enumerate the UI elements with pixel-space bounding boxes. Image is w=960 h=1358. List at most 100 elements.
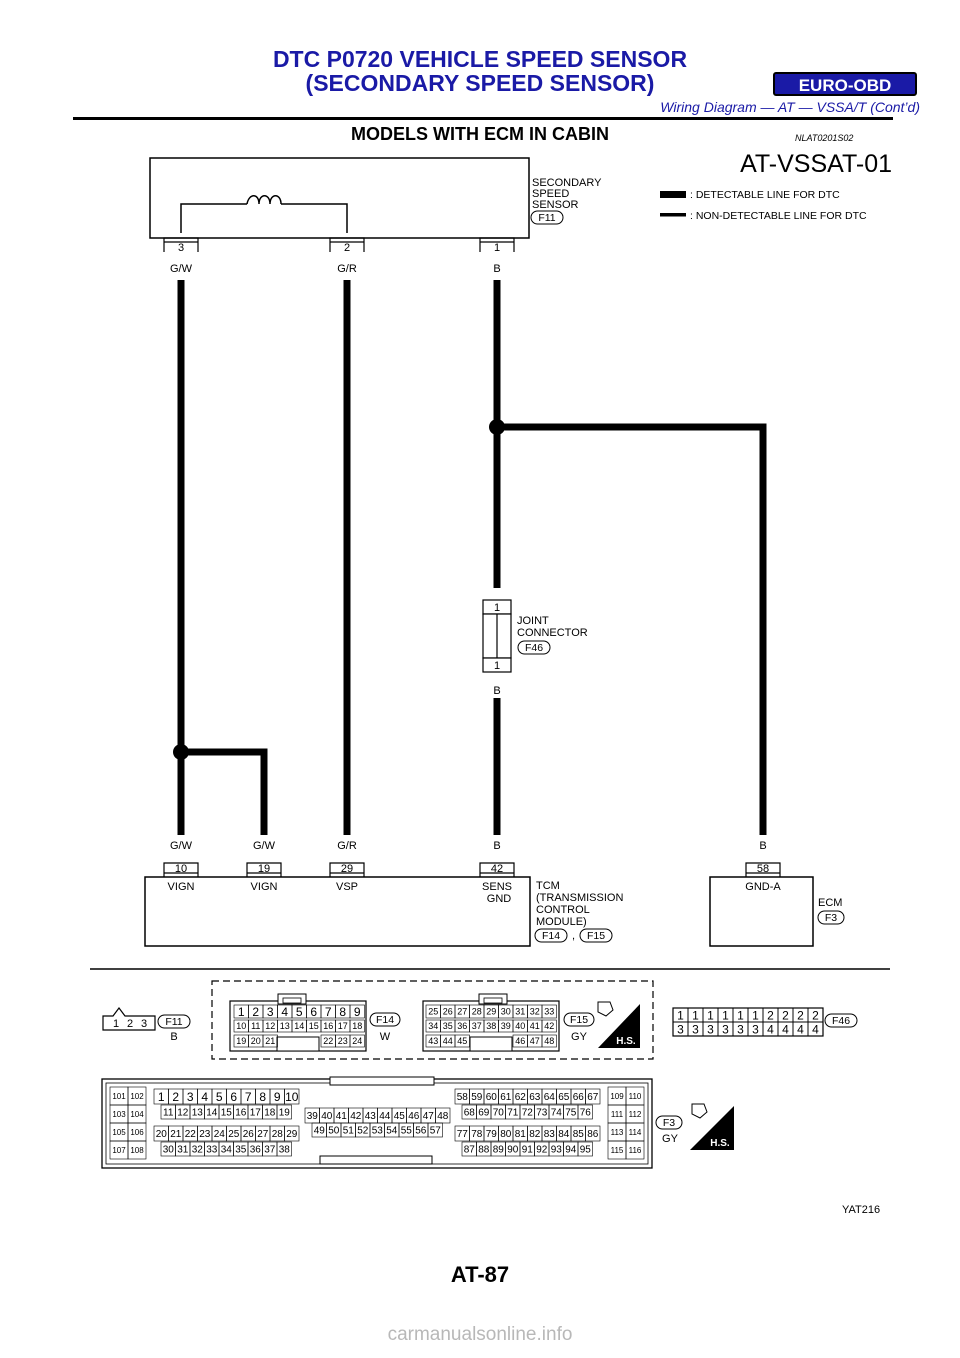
f3-pin-57-cell <box>427 1122 443 1138</box>
sensor-connector-id: F11 <box>538 212 555 224</box>
joint-name-line2: CONNECTOR <box>517 627 588 639</box>
f46-bottom-4: 4 <box>797 1022 804 1036</box>
f3-pin-12: 12 <box>177 1108 189 1119</box>
splice-gw <box>173 744 189 760</box>
f46-bottom-4-cell <box>807 1021 824 1037</box>
ecm-pin-58: 58 <box>745 862 781 877</box>
tcm-connectors-frame <box>211 980 654 1060</box>
f3-pin-116-cell <box>625 1140 645 1160</box>
f3-pin-17: 17 <box>250 1108 262 1119</box>
f3-pin-67-cell <box>585 1088 601 1105</box>
figure-code: YAT216 <box>842 1204 881 1216</box>
f3-pin-21: 21 <box>170 1129 182 1140</box>
section-title: MODELS WITH ECM IN CABIN <box>351 124 609 144</box>
f3-pin-39: 39 <box>307 1111 319 1122</box>
f15-pin-37: 37 <box>472 1021 482 1031</box>
f15-pin-26: 26 <box>443 1007 453 1017</box>
f3-pin-1: 1 <box>158 1090 165 1104</box>
f3-pin-42: 42 <box>350 1111 362 1122</box>
f3-pin-54: 54 <box>386 1126 398 1137</box>
f3-pin-113: 113 <box>611 1128 624 1137</box>
f3-color: GY <box>662 1133 679 1145</box>
f3-pin-104: 104 <box>130 1110 144 1119</box>
f11-color: B <box>170 1031 177 1043</box>
joint-wire-color-top: B <box>493 575 500 587</box>
f14-pin-18: 18 <box>352 1021 362 1031</box>
tcm-connector-id-2: F15 <box>587 930 605 942</box>
legend-non-detectable-swatch <box>660 213 686 217</box>
f3-pin-65: 65 <box>558 1092 570 1103</box>
f3-pin-74: 74 <box>551 1108 563 1119</box>
f11-oval <box>157 1014 191 1029</box>
sensor-pin-3: 3 <box>163 237 199 254</box>
f3-pin-19: 19 <box>279 1108 291 1119</box>
f15-pin-31: 31 <box>515 1007 525 1017</box>
svg-text:3: 3 <box>178 242 184 254</box>
joint-connector: 1 1 <box>482 599 512 673</box>
f3-pin-55: 55 <box>401 1126 413 1137</box>
f3-pin-92: 92 <box>536 1145 548 1156</box>
f3-pin-51: 51 <box>343 1126 355 1137</box>
f14-pin-2: 2 <box>252 1005 259 1019</box>
f14-pin-11: 11 <box>251 1021 260 1031</box>
f3-pin-76: 76 <box>580 1108 592 1119</box>
legend-detectable-swatch <box>660 191 686 198</box>
f3-pin-111: 111 <box>611 1110 624 1119</box>
tcm-name-line4: MODULE) <box>536 916 587 928</box>
tcm-wire-color-19: G/W <box>253 840 276 852</box>
f46-top-1: 1 <box>692 1008 699 1022</box>
tcm-name-line1: TCM <box>536 880 560 892</box>
f3-pin-29-cell <box>284 1125 300 1142</box>
f46-top-2: 2 <box>797 1008 804 1022</box>
f46-top-1: 1 <box>737 1008 744 1022</box>
f15-pin-45: 45 <box>457 1036 467 1046</box>
f3-pin-35: 35 <box>235 1145 247 1156</box>
f3-pin-4: 4 <box>201 1090 208 1104</box>
f3-pin-56: 56 <box>415 1126 427 1137</box>
f3-pin-8: 8 <box>259 1090 266 1104</box>
f3-pin-58: 58 <box>457 1092 469 1103</box>
f3-pin-50: 50 <box>328 1126 340 1137</box>
svg-text:1: 1 <box>494 602 500 614</box>
f3-pin-66: 66 <box>573 1092 585 1103</box>
f14-pin-24-cell <box>349 1034 365 1048</box>
f3-pin-76-cell <box>577 1104 593 1120</box>
f3-pin-43: 43 <box>365 1111 377 1122</box>
f3-pin-23: 23 <box>199 1129 211 1140</box>
f3-pin-86-cell <box>585 1125 601 1142</box>
f14-pin-1: 1 <box>238 1005 245 1019</box>
f3-pin-2: 2 <box>172 1090 179 1104</box>
f46-top-2: 2 <box>812 1008 819 1022</box>
f46-top-1: 1 <box>707 1008 714 1022</box>
f3-pin-5: 5 <box>216 1090 223 1104</box>
splice-b <box>489 419 505 435</box>
f14-pin-13: 13 <box>280 1021 290 1031</box>
f14-pin-9-cell <box>349 1004 365 1019</box>
euro-obd-badge: EURO-OBD <box>773 72 917 96</box>
f15-pin-30: 30 <box>501 1007 511 1017</box>
svg-text:19: 19 <box>258 863 270 875</box>
wire-color-b-top: B <box>493 263 500 275</box>
tcm-wire-color-42: B <box>493 840 500 852</box>
f3-pin-101: 101 <box>112 1092 126 1101</box>
f3-pin-24: 24 <box>214 1129 226 1140</box>
f3-pin-57: 57 <box>430 1126 442 1137</box>
f3-pin-18: 18 <box>264 1108 276 1119</box>
f3-pin-14: 14 <box>206 1108 218 1119</box>
f15-pin-25: 25 <box>428 1007 438 1017</box>
sensor-name-line3: SENSOR <box>532 199 579 211</box>
ecm-pin-label: GND-A <box>745 881 781 893</box>
f3-pin-3: 3 <box>187 1090 194 1104</box>
f15-pin-48: 48 <box>544 1036 554 1046</box>
f3-pin-20: 20 <box>156 1129 168 1140</box>
f14-pin-21: 21 <box>265 1036 275 1046</box>
f3-pin-71: 71 <box>507 1108 519 1119</box>
secondary-speed-sensor <box>149 157 530 239</box>
f15-pin-35: 35 <box>443 1021 453 1031</box>
sensor-coil-icon <box>246 195 282 205</box>
f3-pin-46: 46 <box>408 1111 420 1122</box>
f3-pin-102: 102 <box>130 1092 144 1101</box>
f15-pin-40: 40 <box>515 1021 525 1031</box>
f14-pin-18-cell <box>349 1019 365 1033</box>
